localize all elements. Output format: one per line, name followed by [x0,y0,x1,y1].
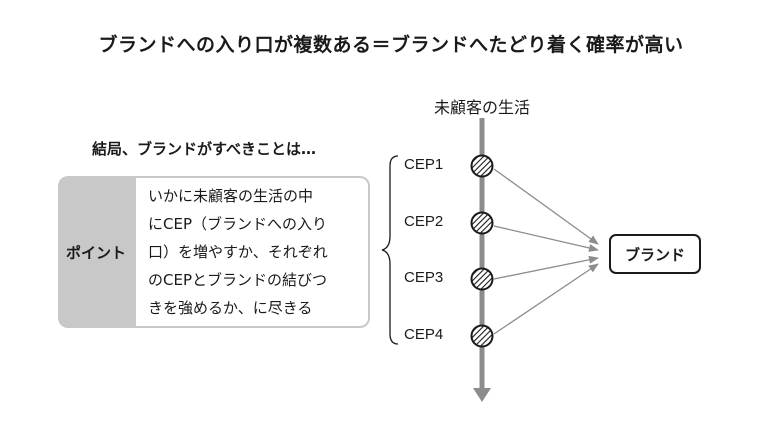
point-label: ポイント [65,243,126,262]
brand-box: ブランド [609,234,701,274]
timeline-arrow-icon [473,388,491,402]
cep2-label: CEP2 [404,213,444,230]
timeline-label: 未顧客の生活 [433,98,530,117]
cep4-label: CEP4 [404,326,444,343]
cep1-node [470,154,494,178]
point-line-3: 口）を増やすか、それぞれ [148,243,328,261]
point-line-5: きを強めるか、に尽きる [148,299,313,317]
arrow-cep3-brand [493,255,599,280]
cep2-node [470,211,494,235]
brace-icon [381,155,399,345]
cep1-label: CEP1 [404,156,444,173]
arrow-cep4-brand [493,263,599,335]
arrow-cep2-brand [493,225,599,252]
point-line-4: のCEPとブランドの結びつ [148,271,327,289]
point-line-2: にCEP（ブランドへの入り [148,215,327,233]
point-body: いかに未顧客の生活の中 にCEP（ブランドへの入り 口）を増やすか、それぞれ の… [136,178,368,326]
arrow-cep1-brand [493,168,599,245]
cep3-label: CEP3 [404,269,444,286]
cep3-node [470,267,494,291]
cep4-node [470,324,494,348]
conclusion-heading: 結局、ブランドがすべきことは… [92,140,316,158]
point-line-1: いかに未顧客の生活の中 [148,187,314,205]
point-box: ポイント いかに未顧客の生活の中 にCEP（ブランドへの入り 口）を増やすか、そ… [58,176,370,328]
page-title: ブランドへの入り口が複数ある＝ブランドへたどり着く確率が高い [98,34,684,56]
